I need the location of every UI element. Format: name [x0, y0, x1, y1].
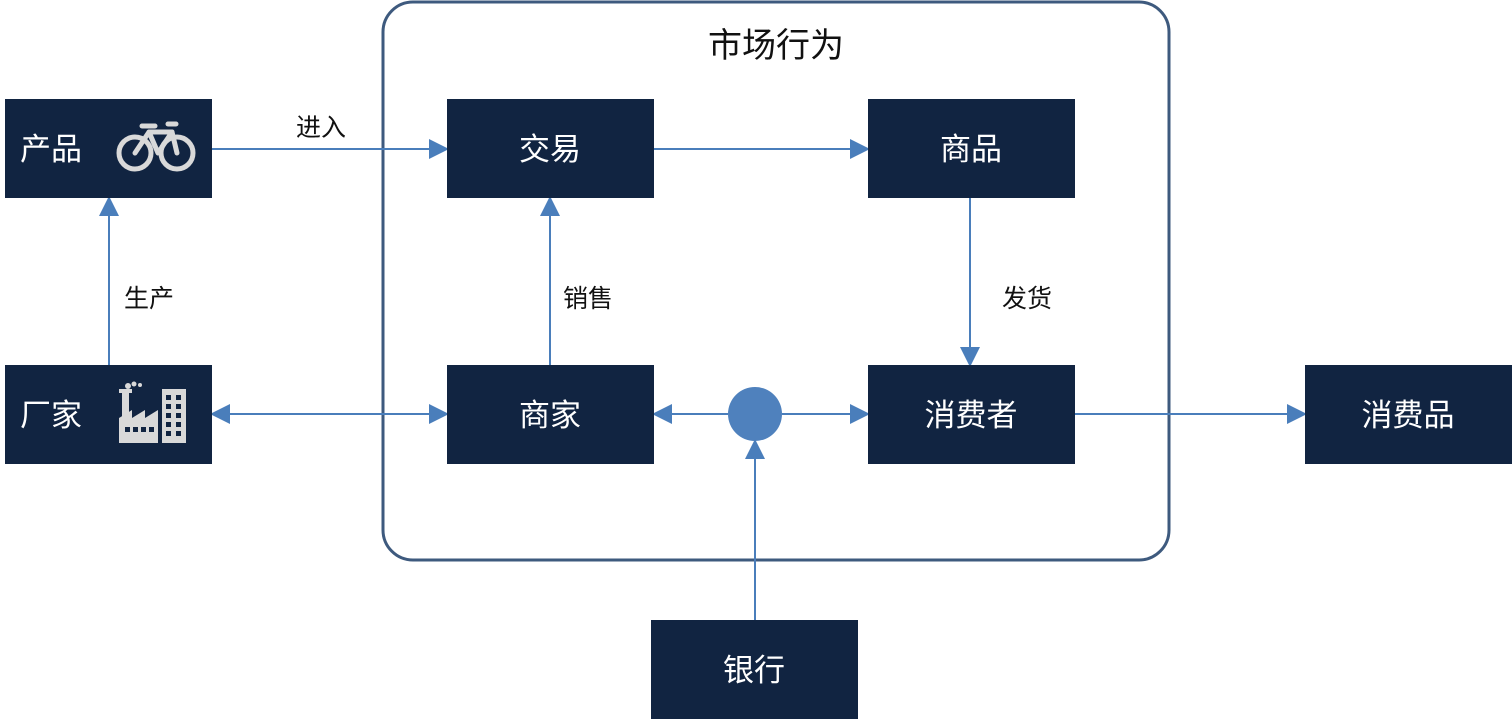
bicycle-icon — [116, 121, 196, 172]
node-consumer-goods[interactable]: 消费品 — [1305, 365, 1512, 464]
edge-labels: 生产 进入 销售 发货 — [124, 113, 1052, 313]
node-bank[interactable]: 银行 — [651, 620, 858, 719]
payment-hub-circle — [728, 387, 782, 441]
market-behavior-title: 市场行为 — [708, 26, 844, 66]
edge-label-enter: 进入 — [296, 113, 346, 142]
edges — [99, 139, 1307, 620]
node-label-consumer: 消费者 — [925, 398, 1018, 434]
node-label-factory: 厂家 — [20, 398, 82, 434]
node-product[interactable]: 产品 — [5, 99, 212, 198]
edge-label-produce: 生产 — [124, 284, 174, 313]
node-label-consumer-goods: 消费品 — [1362, 398, 1455, 434]
node-consumer[interactable]: 消费者 — [868, 365, 1075, 464]
node-label-product: 产品 — [20, 132, 82, 168]
node-label-merchant: 商家 — [519, 398, 581, 434]
node-factory[interactable]: 厂家 — [5, 365, 212, 464]
edge-label-ship: 发货 — [1002, 284, 1052, 313]
market-behavior-border — [381, 0, 1171, 562]
node-label-goods: 商品 — [940, 132, 1002, 168]
market-behavior-group: 市场行为 — [381, 0, 1171, 562]
node-label-bank: 银行 — [723, 653, 785, 689]
node-goods[interactable]: 商品 — [868, 99, 1075, 198]
edge-label-sell: 销售 — [563, 284, 613, 313]
factory-icon-windows — [125, 395, 181, 436]
node-trade[interactable]: 交易 — [447, 99, 654, 198]
node-merchant[interactable]: 商家 — [447, 365, 654, 464]
node-label-trade: 交易 — [519, 132, 581, 168]
